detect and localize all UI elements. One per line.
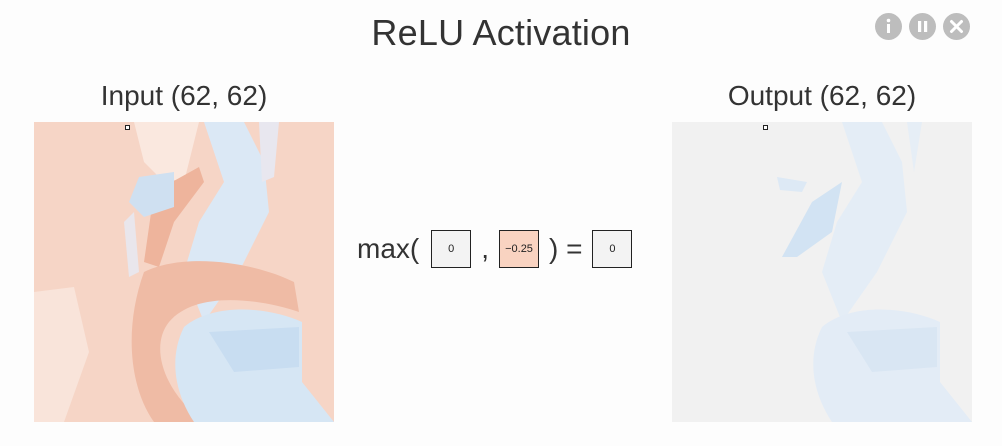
window-controls [875,13,970,40]
output-activation-map[interactable] [672,122,972,422]
formula-close-equals: ) = [549,233,583,264]
page-title: ReLU Activation [371,12,631,53]
input-label: Input (62, 62) [100,80,268,111]
close-icon[interactable] [943,13,970,40]
zero-cell: 0 [431,230,472,268]
formula-prefix: max( [357,233,420,264]
input-value-cell: −0.25 [499,230,540,268]
input-activation-map[interactable] [34,122,334,422]
info-icon[interactable] [875,13,902,40]
input-cursor [125,125,130,130]
formula-comma: , [481,233,490,264]
pause-icon[interactable] [909,13,936,40]
output-label: Output (62, 62) [727,80,917,111]
output-cursor [763,125,768,130]
relu-formula: max( 0 , −0.25 ) = 0 [357,228,633,270]
result-cell: 0 [592,230,633,268]
